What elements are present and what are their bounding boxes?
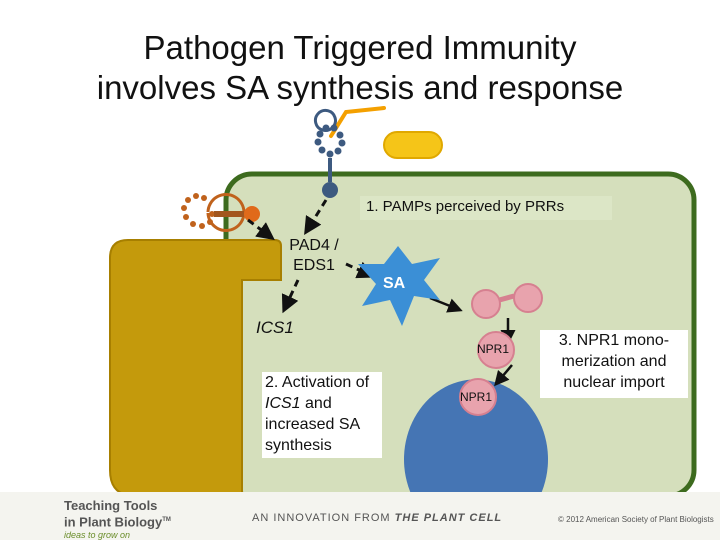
- logo-line-2-text: in Plant Biology: [64, 514, 163, 530]
- step2-label: 2. Activation of ICS1 and increased SA s…: [262, 372, 382, 458]
- arrow-npr1-import: [494, 364, 513, 387]
- npr1-monomer-icon: [477, 331, 515, 369]
- prr-receptor-icon: [313, 108, 346, 198]
- npr1-cytoplasm-label: NPR1: [477, 342, 510, 356]
- step3-line-2: merization and: [561, 353, 667, 370]
- ics1-label: ICS1: [256, 318, 294, 337]
- logo-line-1: Teaching Tools: [64, 498, 158, 513]
- title-line-2: involves SA synthesis and response: [96, 69, 624, 106]
- step3-line-1: 3. NPR1 mono-: [558, 332, 670, 349]
- copyright-notice: © 2012 American Society of Plant Biologi…: [558, 515, 714, 524]
- npr1-nucleus-label: NPR1: [460, 390, 493, 404]
- npr1-oligomer-icon: [471, 283, 543, 319]
- arrow-pad4-to-sa: [345, 261, 376, 279]
- arrow-receptor-to-pad4: [247, 218, 275, 241]
- arrow-sa-to-npr1: [429, 296, 463, 313]
- arrow-prr-to-pad4: [304, 199, 328, 236]
- innovation-prefix: AN INNOVATION FROM: [252, 512, 395, 524]
- step2-gene: ICS1: [265, 395, 301, 412]
- sa-star-icon: [358, 246, 440, 326]
- step2-prefix: 2. Activation of: [265, 374, 370, 391]
- footer-bar: [0, 492, 720, 540]
- step1-label: 1. PAMPs perceived by PRRs: [360, 196, 612, 220]
- pad4-line: PAD4 /: [289, 237, 339, 254]
- logo-line-2: in Plant BiologyTM: [64, 513, 171, 529]
- npr1-nucleus-icon: [459, 378, 497, 416]
- title-line-1: Pathogen Triggered Immunity: [143, 29, 577, 66]
- slide-title: Pathogen Triggered Immunity involves SA …: [0, 28, 720, 108]
- innovation-source: THE PLANT CELL: [394, 512, 503, 524]
- nucleus: [404, 379, 548, 496]
- logo-tagline: ideas to grow on: [64, 530, 131, 541]
- teaching-tools-logo: Teaching Tools in Plant BiologyTM ideas …: [64, 499, 171, 541]
- innovation-credit: AN INNOVATION FROM THE PLANT CELL: [252, 512, 502, 524]
- pad4-eds1-label: PAD4 / EDS1: [276, 236, 352, 276]
- step2-suffix: and increased SA synthesis: [265, 395, 360, 454]
- eds1-line: EDS1: [293, 257, 335, 274]
- sa-label: SA: [383, 275, 406, 292]
- pathogen-bacterium-icon: [383, 131, 443, 159]
- logo-tm: TM: [162, 517, 171, 523]
- arrow-pad4-to-ics1: [281, 279, 300, 314]
- chitin-pamp-icon: [181, 193, 260, 232]
- step3-label: 3. NPR1 mono- merization and nuclear imp…: [540, 330, 688, 398]
- step3-line-3: nuclear import: [563, 374, 665, 391]
